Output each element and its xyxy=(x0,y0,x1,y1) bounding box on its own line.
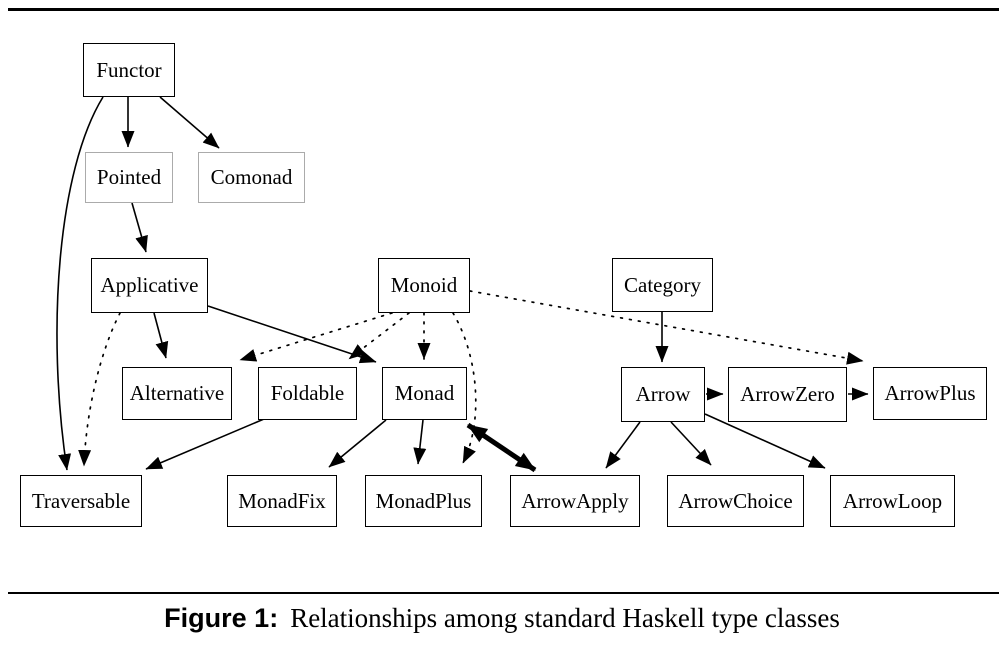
node-label: Comonad xyxy=(210,165,293,189)
node-traversable: Traversable xyxy=(20,475,142,527)
node-monadfix: MonadFix xyxy=(227,475,337,527)
node-monadplus: MonadPlus xyxy=(365,475,482,527)
edge-functor-comonad xyxy=(159,96,220,149)
caption-rule xyxy=(8,592,999,594)
node-pointed: Pointed xyxy=(85,152,173,203)
node-label: Traversable xyxy=(31,488,131,513)
edge-applicative-traversable xyxy=(78,312,121,467)
edge-applicative-monad xyxy=(207,305,377,364)
top-rule xyxy=(8,8,999,11)
node-label: ArrowZero xyxy=(740,382,835,406)
edge-arrow-arrowloop xyxy=(704,413,826,469)
caption-text: Relationships among standard Haskell typ… xyxy=(290,603,840,633)
node-category: Category xyxy=(612,258,713,312)
edge-monoid-arrowplus xyxy=(469,290,864,365)
node-monad: Monad xyxy=(382,367,467,420)
node-arrow: Arrow xyxy=(621,367,705,422)
caption-label: Figure 1: xyxy=(164,603,279,633)
edge-arrow-arrowapply xyxy=(605,421,641,469)
figure-caption: Figure 1: Relationships among standard Ha… xyxy=(0,603,1004,634)
edge-applicative-alternative xyxy=(153,312,169,359)
edge-monad-monadplus xyxy=(413,419,427,465)
node-label: ArrowChoice xyxy=(678,488,793,513)
node-label: ArrowLoop xyxy=(842,488,943,513)
node-label: Functor xyxy=(96,57,162,82)
node-applicative: Applicative xyxy=(91,258,208,313)
node-label: ArrowApply xyxy=(521,488,629,513)
edge-pointed-applicative xyxy=(131,202,148,253)
node-label: MonadPlus xyxy=(375,488,472,513)
node-arrowplus: ArrowPlus xyxy=(873,367,987,420)
node-alternative: Alternative xyxy=(122,367,232,420)
node-foldable: Foldable xyxy=(258,367,357,420)
node-label: ArrowPlus xyxy=(884,381,976,405)
node-label: Monad xyxy=(394,381,455,405)
edge-monoid-foldable xyxy=(348,312,410,360)
node-arrowloop: ArrowLoop xyxy=(830,475,955,527)
edge-monad-arrowapply xyxy=(466,422,537,473)
node-label: Category xyxy=(624,272,701,297)
edge-foldable-traversable xyxy=(145,418,265,470)
node-arrowchoice: ArrowChoice xyxy=(667,475,804,527)
edge-arrow-arrowchoice xyxy=(670,421,712,466)
node-monoid: Monoid xyxy=(378,258,470,313)
node-label: MonadFix xyxy=(238,488,326,513)
node-label: Applicative xyxy=(100,273,199,297)
edge-monoid-alternative xyxy=(239,312,393,362)
node-arrowapply: ArrowApply xyxy=(510,475,640,527)
node-label: Monoid xyxy=(390,273,458,297)
edge-monoid-monadplus xyxy=(452,312,477,464)
node-comonad: Comonad xyxy=(198,152,305,203)
node-label: Pointed xyxy=(96,165,162,189)
edge-functor-traversable xyxy=(56,96,104,471)
node-functor: Functor xyxy=(83,43,175,97)
node-arrowzero: ArrowZero xyxy=(728,367,847,422)
node-label: Alternative xyxy=(129,381,225,405)
edge-monad-monadfix xyxy=(328,419,387,468)
node-label: Foldable xyxy=(270,381,345,405)
node-label: Arrow xyxy=(635,382,691,406)
